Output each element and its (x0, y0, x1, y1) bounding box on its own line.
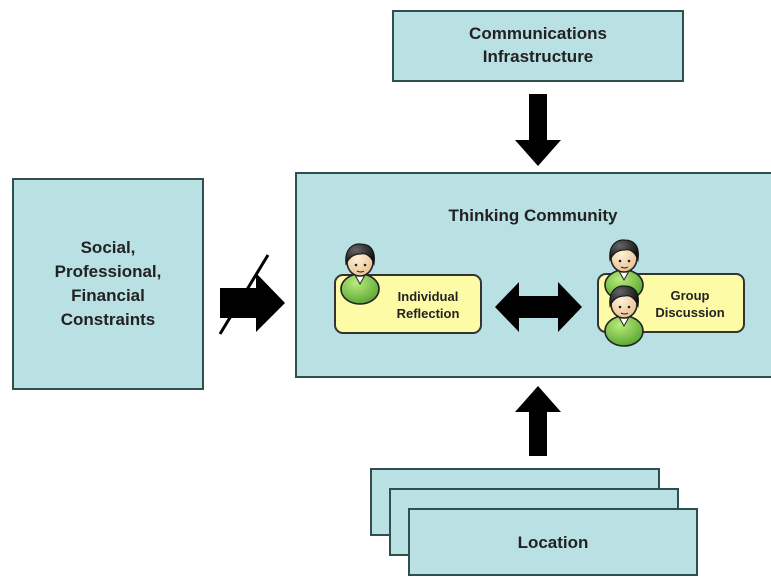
constraints-box (12, 178, 204, 390)
down-arrow-icon (515, 94, 561, 166)
individual-reflection-label: Individual Reflection (396, 289, 460, 321)
double-arrow-icon (495, 282, 582, 332)
individual-person-icon (340, 243, 380, 305)
blocked-right-arrow-icon (220, 273, 285, 332)
up-arrow-icon (515, 386, 561, 456)
location-box (408, 508, 698, 576)
group-discussion-label: Group Discussion (655, 288, 725, 320)
communications-infrastructure-box (392, 10, 684, 82)
constraints-label: Social, Professional, Financial Constrai… (54, 238, 162, 329)
strike-through-icon (218, 254, 270, 335)
thinking-community-title: Thinking Community (448, 206, 618, 225)
group-person-icon-front (604, 285, 644, 347)
communications-infrastructure-label: Communications Infrastructure (469, 24, 607, 66)
location-label: Location (517, 533, 589, 552)
